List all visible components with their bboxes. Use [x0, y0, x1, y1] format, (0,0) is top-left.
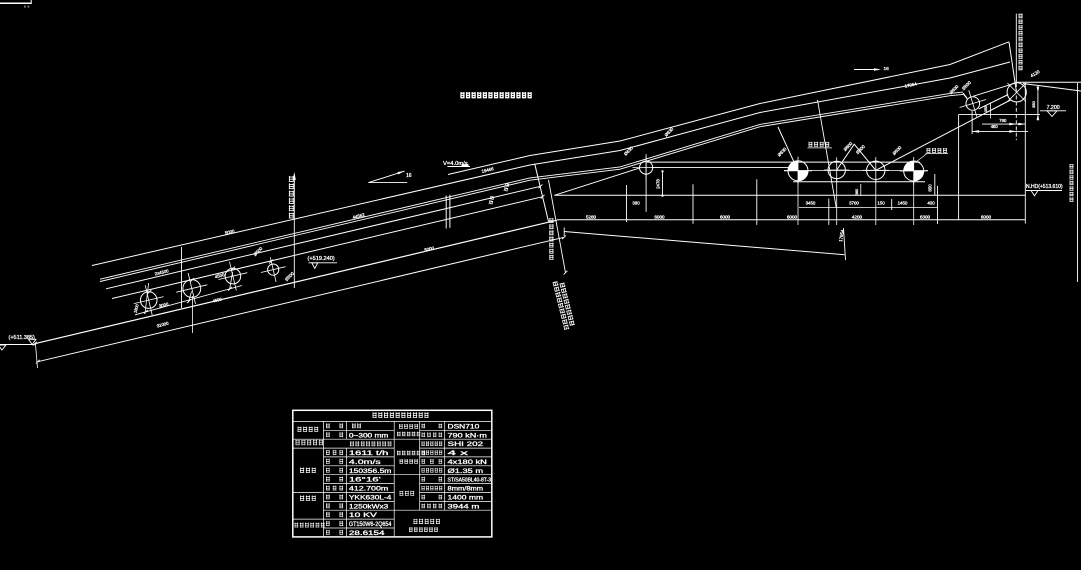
svg-text:5000: 5000: [424, 245, 435, 252]
svg-text:ST/SA50BL40-8T-3: ST/SA50BL40-8T-3: [448, 478, 492, 484]
svg-text:1611 t/h: 1611 t/h: [349, 451, 388, 457]
svg-text:6000: 6000: [787, 214, 798, 219]
svg-text:1250kWx3: 1250kWx3: [349, 504, 389, 510]
svg-text:4120: 4120: [1030, 69, 1041, 78]
svg-text:4200: 4200: [852, 214, 863, 219]
svg-text:3450: 3450: [806, 201, 816, 206]
svg-text:380: 380: [632, 201, 640, 206]
svg-text:2478: 2478: [656, 179, 661, 189]
svg-text:17954: 17954: [904, 81, 918, 89]
svg-text:YKK630L-4: YKK630L-4: [349, 496, 392, 502]
svg-text:Ø830: Ø830: [961, 80, 972, 91]
svg-text:(+519.240): (+519.240): [308, 256, 335, 262]
svg-text:4x180 kN: 4x180 kN: [448, 460, 487, 466]
svg-text:790: 790: [999, 118, 1007, 123]
svg-text:19466: 19466: [481, 166, 495, 174]
svg-text:5280: 5280: [586, 214, 597, 219]
svg-text:6000: 6000: [981, 214, 992, 219]
svg-text:5000: 5000: [224, 228, 235, 235]
svg-text:850: 850: [928, 184, 933, 192]
svg-text:31000: 31000: [156, 321, 169, 329]
svg-text:Ø630: Ø630: [891, 145, 902, 156]
svg-text:7.200: 7.200: [1047, 105, 1060, 111]
svg-text:16: 16: [406, 173, 412, 179]
svg-text:850: 850: [1031, 100, 1036, 107]
svg-text:4 x: 4 x: [448, 451, 468, 457]
svg-text:N.HD(+513.610): N.HD(+513.610): [1026, 184, 1063, 190]
svg-text:3700: 3700: [849, 201, 859, 206]
svg-text:1400 mm: 1400 mm: [448, 496, 484, 502]
svg-text:GT150W6-2Q654: GT150W6-2Q654: [349, 522, 392, 528]
svg-text:10 KV: 10 KV: [349, 513, 377, 519]
svg-text:Ø800: Ø800: [842, 141, 853, 152]
svg-text:(+511.385): (+511.385): [9, 335, 36, 341]
svg-text:Ø630: Ø630: [663, 126, 674, 137]
svg-text:1800: 1800: [132, 303, 139, 314]
svg-text:44562: 44562: [352, 212, 366, 220]
svg-text:350: 350: [984, 106, 988, 112]
svg-text:6300: 6300: [920, 214, 931, 219]
svg-text:4500: 4500: [214, 272, 225, 279]
svg-text:3000: 3000: [158, 301, 169, 308]
svg-text:6000: 6000: [654, 214, 665, 219]
svg-text:412.700m: 412.700m: [349, 487, 388, 493]
svg-text:17954: 17954: [838, 229, 845, 242]
svg-text:DSN710: DSN710: [448, 424, 481, 430]
svg-text:3944 m: 3944 m: [448, 504, 480, 510]
svg-text:790 kN·m: 790 kN·m: [448, 433, 487, 439]
svg-text:Ø1.35 m: Ø1.35 m: [448, 469, 484, 475]
svg-text:380: 380: [855, 189, 859, 195]
svg-text:400: 400: [927, 201, 935, 206]
svg-text:150: 150: [877, 201, 885, 206]
svg-text:1450: 1450: [898, 201, 908, 206]
svg-text:Ø630: Ø630: [623, 145, 634, 156]
svg-text:V=4.0m/s: V=4.0m/s: [443, 161, 468, 167]
svg-text:Ø630: Ø630: [776, 146, 787, 157]
svg-text:SHI 202: SHI 202: [448, 442, 485, 448]
svg-text:Ø630: Ø630: [948, 84, 959, 95]
svg-text:6000: 6000: [720, 214, 731, 219]
svg-text:4500: 4500: [212, 296, 223, 303]
svg-text:Ø500: Ø500: [252, 246, 263, 257]
svg-text:16: 16: [884, 66, 890, 72]
svg-text:28.6154: 28.6154: [349, 531, 386, 537]
svg-text:0~300 mm: 0~300 mm: [349, 433, 388, 439]
svg-text:Ø500: Ø500: [284, 271, 295, 282]
svg-text:16°16': 16°16': [349, 478, 381, 484]
svg-text:2x4500: 2x4500: [154, 268, 169, 276]
svg-text:8mm/8mm: 8mm/8mm: [448, 487, 484, 493]
svg-text:150356.5m: 150356.5m: [349, 469, 392, 475]
svg-text:480: 480: [991, 124, 999, 129]
svg-text:Ø800: Ø800: [855, 144, 866, 155]
svg-text:4.0m/s: 4.0m/s: [349, 460, 381, 466]
